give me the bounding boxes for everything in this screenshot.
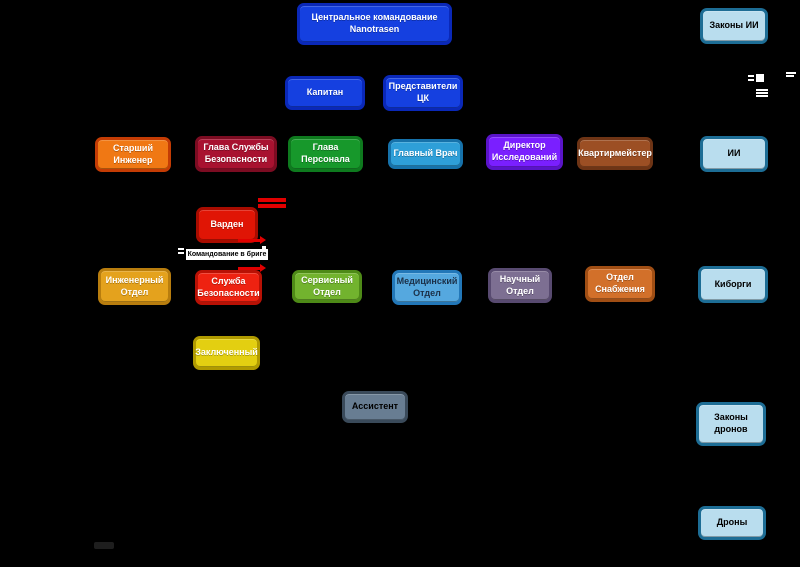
node-quartermaster: Квартирмейстер [577, 137, 653, 170]
node-engineering-dept: Инженерный Отдел [98, 268, 171, 305]
gray-smudge-mark [94, 542, 114, 549]
node-research-director: Директор Исследований [486, 134, 563, 170]
node-head-of-security: Глава Службы Безопасности [195, 136, 277, 172]
node-drone-laws: Законы дронов [696, 402, 766, 446]
node-science-dept: Научный Отдел [488, 268, 552, 303]
node-cyborgs: Киборги [698, 266, 768, 303]
node-ai-laws: Законы ИИ [700, 8, 768, 44]
node-chief-medical-officer: Главный Врач [388, 139, 463, 169]
node-brig-command-note: Командование в бриге [185, 248, 269, 261]
node-warden: Варден [196, 207, 258, 243]
node-captain: Капитан [285, 76, 365, 110]
node-medical-dept: Медицинский Отдел [392, 270, 462, 305]
node-prisoner: Заключенный [193, 336, 260, 370]
node-central-command: Центральное командование Nanotrasen [297, 3, 452, 45]
node-cargo-dept: Отдел Снабжения [585, 266, 655, 302]
node-security-dept: Служба Безопасности [195, 270, 262, 305]
node-centcom-representatives: Представители ЦК [383, 75, 463, 111]
node-drones: Дроны [698, 506, 766, 540]
node-chief-engineer: Старший Инженер [95, 137, 171, 172]
node-service-dept: Сервисный Отдел [292, 270, 362, 303]
node-head-of-personnel: Глава Персонала [288, 136, 363, 172]
node-ai: ИИ [700, 136, 768, 172]
node-assistant: Ассистент [342, 391, 408, 423]
